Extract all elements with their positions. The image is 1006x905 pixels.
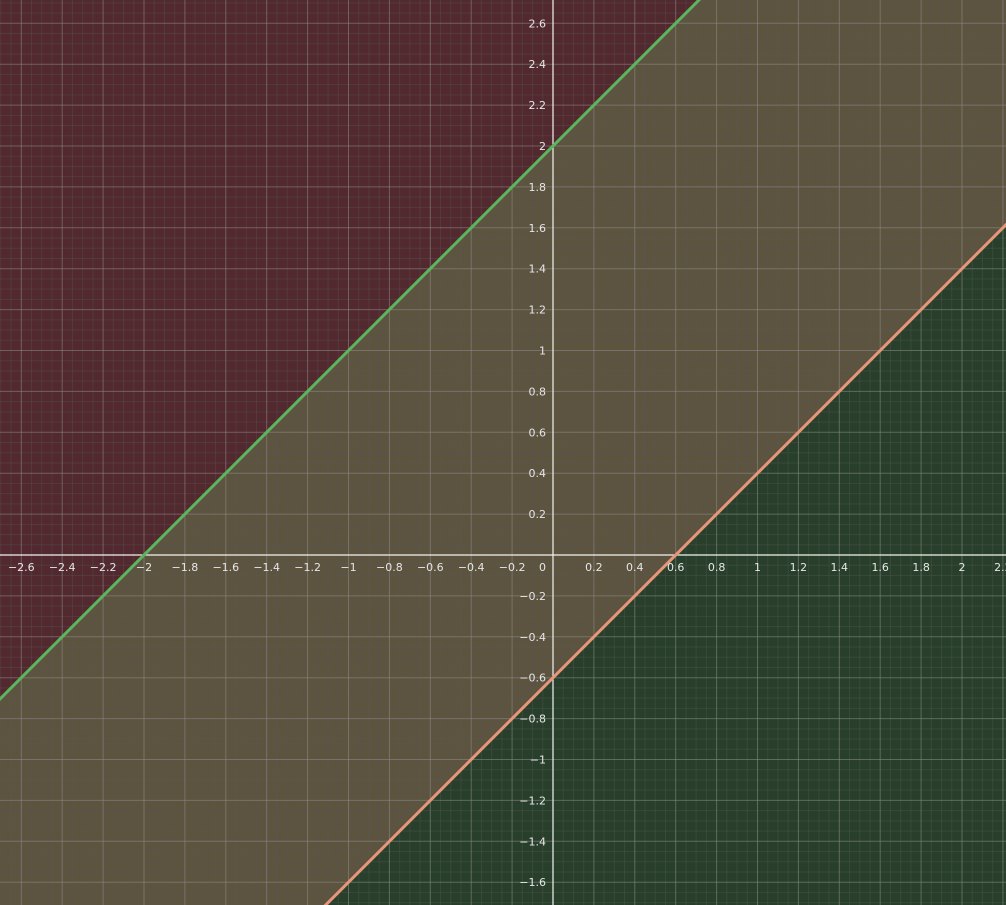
- y-tick-label: −1.4: [519, 835, 546, 848]
- x-tick-label: 1.8: [912, 561, 930, 574]
- y-tick-label: −0.4: [519, 631, 546, 644]
- y-tick-label: −1.6: [519, 876, 546, 889]
- y-tick-label: −0.2: [519, 590, 546, 603]
- y-tick-label: 2.2: [529, 99, 547, 112]
- y-tick-label: 0.2: [529, 508, 547, 521]
- y-tick-label: 0.6: [529, 426, 547, 439]
- x-tick-label: −2.2: [90, 561, 117, 574]
- x-axis-tick-labels: −2.6 −2.4 −2.2 −2 −1.8 −1.6 −1.4 −1.2 −1 −0.8 −0.6…: [8, 561, 1006, 574]
- x-tick-label: −1.6: [212, 561, 239, 574]
- x-tick-label: 2: [959, 561, 966, 574]
- y-tick-label: 1.4: [529, 263, 547, 276]
- x-tick-label: 0.6: [667, 561, 685, 574]
- x-tick-label: −2.4: [49, 561, 76, 574]
- y-tick-label: 0.4: [529, 467, 547, 480]
- x-tick-label: −0.4: [458, 561, 485, 574]
- y-tick-label: 0.8: [529, 385, 547, 398]
- y-axis-tick-labels: 2.6 2.4 2.2 2 1.8 1.6 1.4 1.2 1 0.8 0.6 0.4 0.2 −0.2 −…: [519, 17, 546, 889]
- x-tick-label: −2: [136, 561, 152, 574]
- x-tick-label: −0.6: [417, 561, 444, 574]
- x-tick-label: −2.6: [8, 561, 35, 574]
- region-below-line-2: [325, 224, 1006, 905]
- x-tick-label: 0.2: [585, 561, 603, 574]
- x-tick-label: −1.4: [253, 561, 280, 574]
- y-tick-label: −0.8: [519, 713, 546, 726]
- x-tick-label: −1.2: [294, 561, 321, 574]
- y-tick-label: −1.2: [519, 794, 546, 807]
- x-tick-label: 1.2: [790, 561, 808, 574]
- x-tick-label: 0.8: [708, 561, 726, 574]
- series-line-1[interactable]: [0, 0, 702, 702]
- x-tick-label: 1.4: [831, 561, 849, 574]
- series-line-2[interactable]: [323, 222, 1006, 905]
- y-tick-label: 1.2: [529, 304, 547, 317]
- y-tick-label: 2.4: [529, 58, 547, 71]
- y-tick-label: −0.6: [519, 672, 546, 685]
- x-tick-label: 1: [754, 561, 761, 574]
- x-tick-label: 1.6: [871, 561, 889, 574]
- x-tick-label: −0.2: [499, 561, 526, 574]
- x-tick-label: −1.8: [172, 561, 199, 574]
- y-tick-label: 1.8: [529, 181, 547, 194]
- y-tick-label: 1: [539, 345, 546, 358]
- y-tick-label: 1.6: [529, 222, 547, 235]
- origin-label: 0: [539, 561, 546, 574]
- y-tick-label: 2: [539, 140, 546, 153]
- x-tick-label: −1: [340, 561, 356, 574]
- x-tick-label: 0.4: [626, 561, 644, 574]
- y-tick-label: −1: [530, 754, 546, 767]
- x-tick-label: −0.8: [376, 561, 403, 574]
- x-tick-label: 2.2: [994, 561, 1006, 574]
- y-tick-label: 2.6: [529, 17, 547, 30]
